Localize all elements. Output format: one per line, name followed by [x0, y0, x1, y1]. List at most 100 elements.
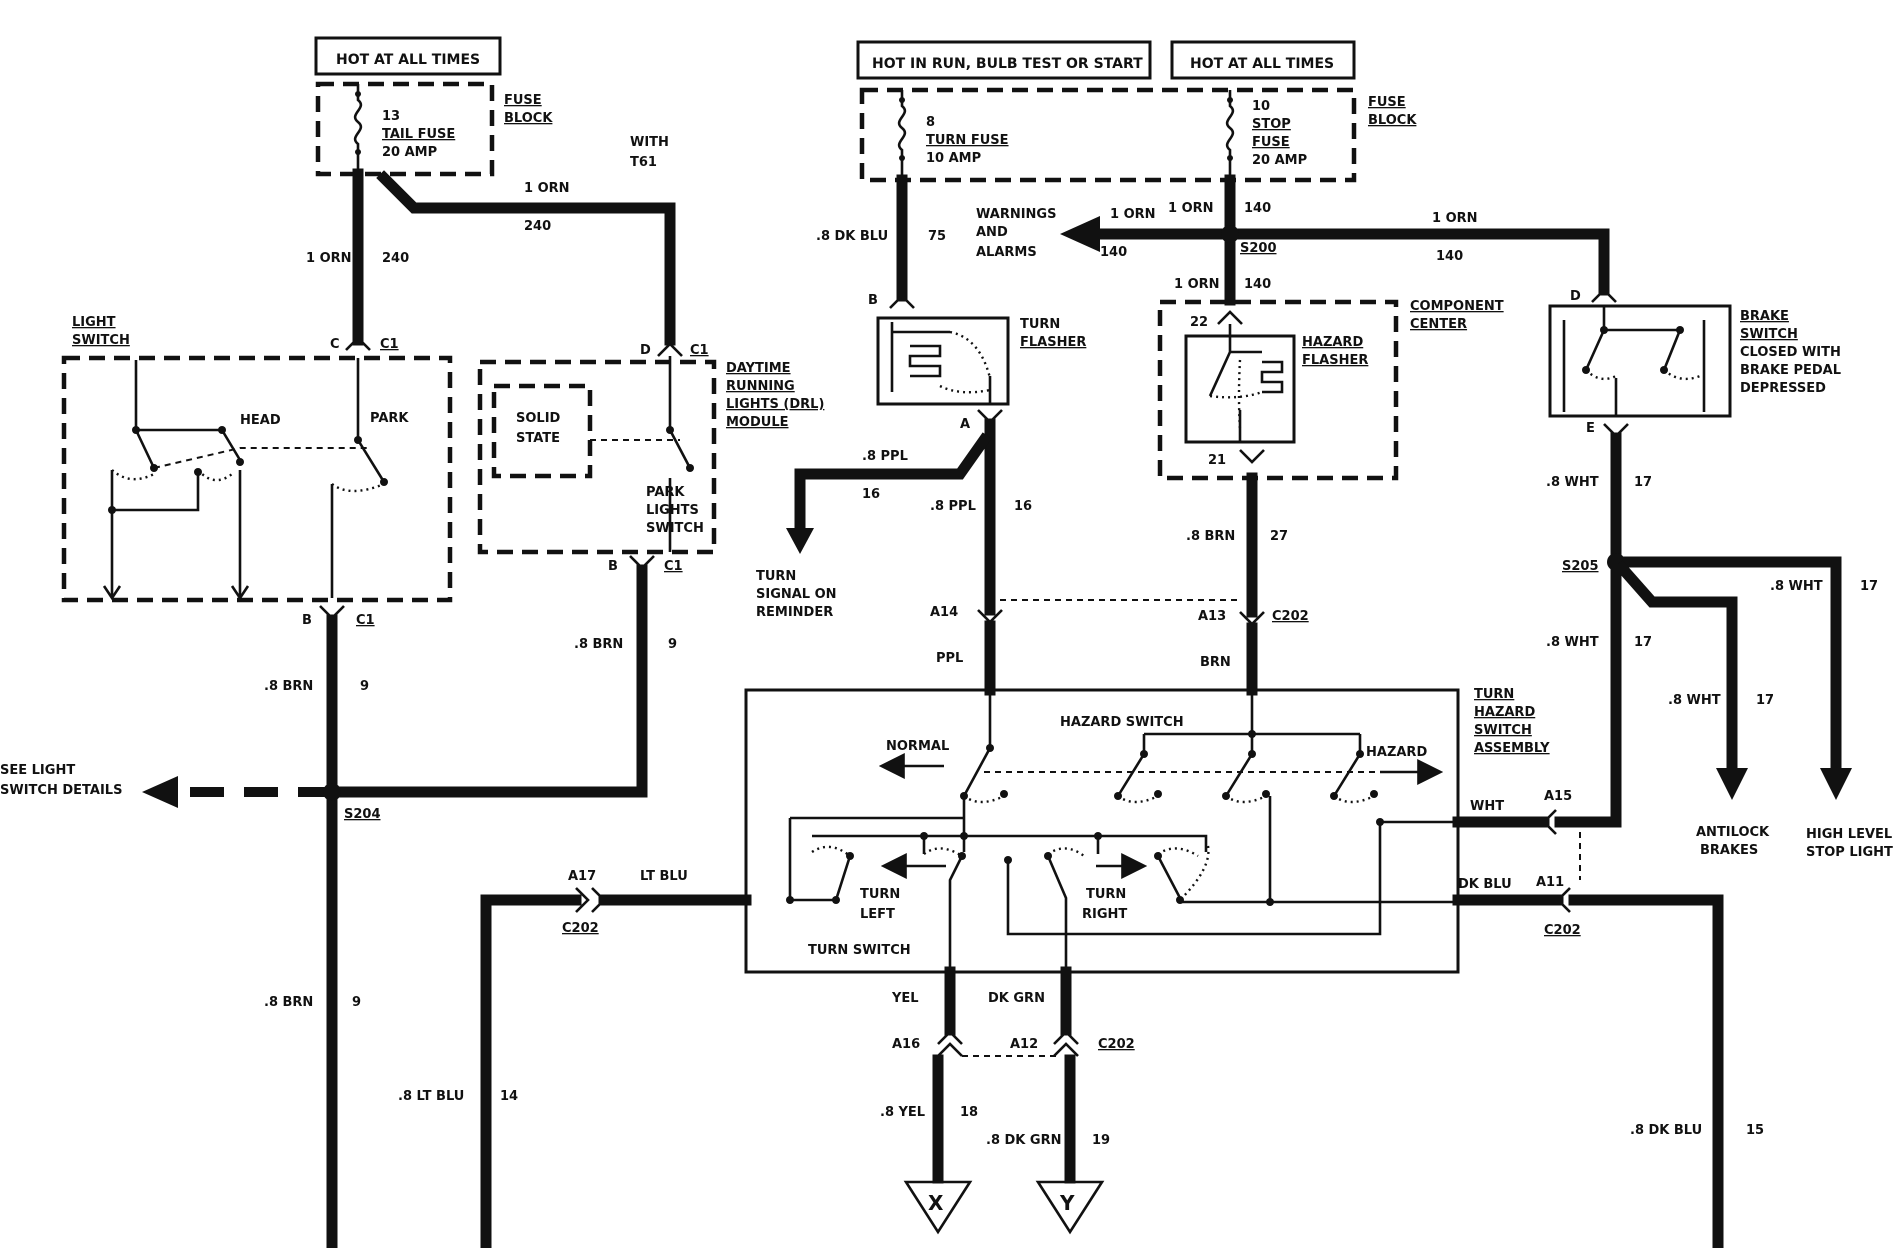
antilock-label: ANTILOCK	[1696, 825, 1770, 840]
wire-label-1orn-e: 1 ORN	[1174, 277, 1220, 292]
brake-switch-conn-d: D	[1570, 289, 1581, 304]
terminal-y-icon	[1035, 1180, 1105, 1235]
connector-a13-label: A13	[1198, 609, 1226, 624]
tail-fuse-name: TAIL FUSE	[382, 127, 455, 142]
component-center-label2: CENTER	[1410, 317, 1467, 332]
wire-number-140-c: 140	[1244, 277, 1271, 292]
connector-c1-drl-top	[657, 342, 683, 357]
wire-number-15: 15	[1746, 1123, 1764, 1138]
connector-c202-c-label: C202	[1544, 923, 1581, 938]
arrow-antilock-icon	[1716, 768, 1748, 800]
wire-number-27: 27	[1270, 529, 1288, 544]
wire-label-8brn-c: .8 BRN	[264, 995, 313, 1010]
fuse-block-left-label: FUSE	[504, 93, 542, 108]
park-label: PARK	[370, 411, 409, 426]
wire-label-8brn-27: .8 BRN	[1186, 529, 1235, 544]
wire-brn-9-drl	[334, 564, 648, 798]
stop-fuse-icon	[1225, 90, 1235, 180]
drl-title2: RUNNING	[726, 379, 795, 394]
conn-c1-label: C1	[380, 337, 399, 352]
wire-label-8brn-b: .8 BRN	[574, 637, 623, 652]
conn-b-c1-label: C1	[356, 613, 375, 628]
assembly-title2: HAZARD	[1474, 705, 1535, 720]
connector-a15-label: A15	[1544, 789, 1572, 804]
brake-switch-box	[1548, 304, 1732, 418]
wire-number-9-c: 9	[352, 995, 361, 1010]
wire-label-8ppl-a: .8 PPL	[862, 449, 908, 464]
warnings-label3: ALARMS	[976, 245, 1037, 260]
turn-flasher-internal	[890, 322, 992, 404]
wire-number-140-a: 140	[1100, 245, 1127, 260]
brake-switch-label5: DEPRESSED	[1740, 381, 1826, 396]
brake-switch-label2: SWITCH	[1740, 327, 1798, 342]
park-lights-switch-label2: LIGHTS	[646, 503, 699, 518]
wire-wht-17-antilock	[1614, 560, 1738, 776]
connector-c202-b-label: C202	[562, 921, 599, 936]
turn-left-label2: LEFT	[860, 907, 895, 922]
drl-conn-b-label: B	[608, 559, 618, 574]
wire-label-8wht-c: .8 WHT	[1546, 635, 1599, 650]
hazard-switch-label: HAZARD SWITCH	[1060, 715, 1184, 730]
reminder-label3: REMINDER	[756, 605, 833, 620]
turn-flasher-box	[876, 316, 1010, 406]
conn-c-label: C	[330, 337, 340, 352]
drl-title: DAYTIME	[726, 361, 791, 376]
wire-label-8ltblu: .8 LT BLU	[398, 1089, 464, 1104]
brake-switch-label: BRAKE	[1740, 309, 1789, 324]
see-light-details-label: SEE LIGHT	[0, 763, 75, 778]
splice-s200	[1221, 225, 1239, 243]
turn-flasher-conn-b: B	[868, 293, 878, 308]
hazard-label: HAZARD	[1366, 745, 1427, 760]
park-lights-switch-label: PARK	[646, 485, 685, 500]
wire-label-8ppl-b: .8 PPL	[930, 499, 976, 514]
wire-ltblu-14	[480, 894, 582, 1248]
warnings-label2: AND	[976, 225, 1008, 240]
light-switch-title: LIGHT	[72, 315, 116, 330]
park-lights-switch-label3: SWITCH	[646, 521, 704, 536]
fuse-block-left-label2: BLOCK	[504, 111, 553, 126]
hazard-switch-internal	[786, 690, 1458, 972]
turn-left-label: TURN	[860, 887, 900, 902]
arrow-reminder-icon	[786, 528, 814, 554]
connector-c1-light-switch-top	[345, 336, 371, 351]
connector-b-turn-flasher	[889, 294, 915, 309]
wire-label-1orn-c: 1 ORN	[1110, 207, 1156, 222]
tail-fuse-icon	[353, 84, 363, 174]
turn-flasher-label2: FLASHER	[1020, 335, 1086, 350]
wire-label-8wht-b: .8 WHT	[1770, 579, 1823, 594]
hot-at-all-times-box-right	[1170, 40, 1356, 80]
assembly-wht-label: WHT	[1470, 799, 1504, 814]
connector-21	[1239, 449, 1265, 464]
assembly-brn-label: BRN	[1200, 655, 1231, 670]
wire-number-17-a: 17	[1634, 475, 1652, 490]
conn-drl-c1-label: C1	[690, 343, 709, 358]
turn-fuse-number: 8	[926, 115, 935, 130]
wire-label-8wht-d: .8 WHT	[1668, 693, 1721, 708]
high-level-label: HIGH LEVEL	[1806, 827, 1892, 842]
connector-a16	[937, 1030, 963, 1057]
hot-in-run-box	[856, 40, 1152, 80]
splice-s204-label: S204	[344, 807, 381, 822]
wire-number-9-b: 9	[668, 637, 677, 652]
drl-module-box	[477, 359, 717, 555]
assembly-title3: SWITCH	[1474, 723, 1532, 738]
arrow-see-details-icon	[142, 776, 178, 808]
splice-s200-label: S200	[1240, 241, 1277, 256]
assembly-dk-blu-label: DK BLU	[1458, 877, 1512, 892]
warnings-label: WARNINGS	[976, 207, 1056, 222]
tail-fuse-number: 13	[382, 109, 400, 124]
fuse-block-right-label2: BLOCK	[1368, 113, 1417, 128]
wire-number-17-c: 17	[1634, 635, 1652, 650]
stop-fuse-name2: FUSE	[1252, 135, 1290, 150]
wire-number-18: 18	[960, 1105, 978, 1120]
brake-switch-conn-e: E	[1586, 421, 1595, 436]
wire-number-19: 19	[1092, 1133, 1110, 1148]
wire-number-140-d: 140	[1436, 249, 1463, 264]
pin-21-label: 21	[1208, 453, 1226, 468]
assembly-title: TURN	[1474, 687, 1514, 702]
wire-label-8dkgrn: .8 DK GRN	[986, 1133, 1061, 1148]
drl-title3: LIGHTS (DRL)	[726, 397, 824, 412]
wire-orn-140-brake	[1228, 228, 1610, 296]
wire-label-8yel: .8 YEL	[880, 1105, 925, 1120]
